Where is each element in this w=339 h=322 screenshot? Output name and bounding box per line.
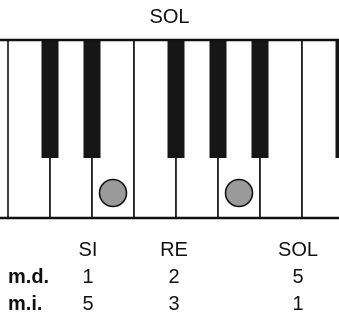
left-hand-finger-sol: 1 [292, 293, 304, 315]
right-hand-label: m.d. [8, 266, 50, 288]
black-key-2 [83, 40, 101, 158]
black-key-5 [251, 40, 269, 158]
piano-keyboard [0, 38, 339, 220]
black-key-1 [41, 40, 59, 158]
chord-title: SOL [149, 6, 190, 28]
black-key-4 [209, 40, 227, 158]
pressed-key-marker-1 [98, 178, 128, 208]
black-key-3 [167, 40, 185, 158]
right-hand-finger-re: 2 [168, 266, 180, 288]
white-key-8 [301, 39, 339, 219]
note-label-si: SI [78, 239, 98, 261]
black-key-6 [335, 40, 339, 158]
left-hand-label: m.i. [8, 293, 43, 315]
left-hand-finger-si: 5 [82, 293, 94, 315]
right-hand-finger-si: 1 [82, 266, 94, 288]
right-hand-finger-sol: 5 [292, 266, 304, 288]
left-hand-finger-re: 3 [168, 293, 180, 315]
pressed-key-marker-2 [224, 178, 254, 208]
note-label-sol: SOL [277, 239, 319, 261]
note-label-re: RE [160, 239, 188, 261]
